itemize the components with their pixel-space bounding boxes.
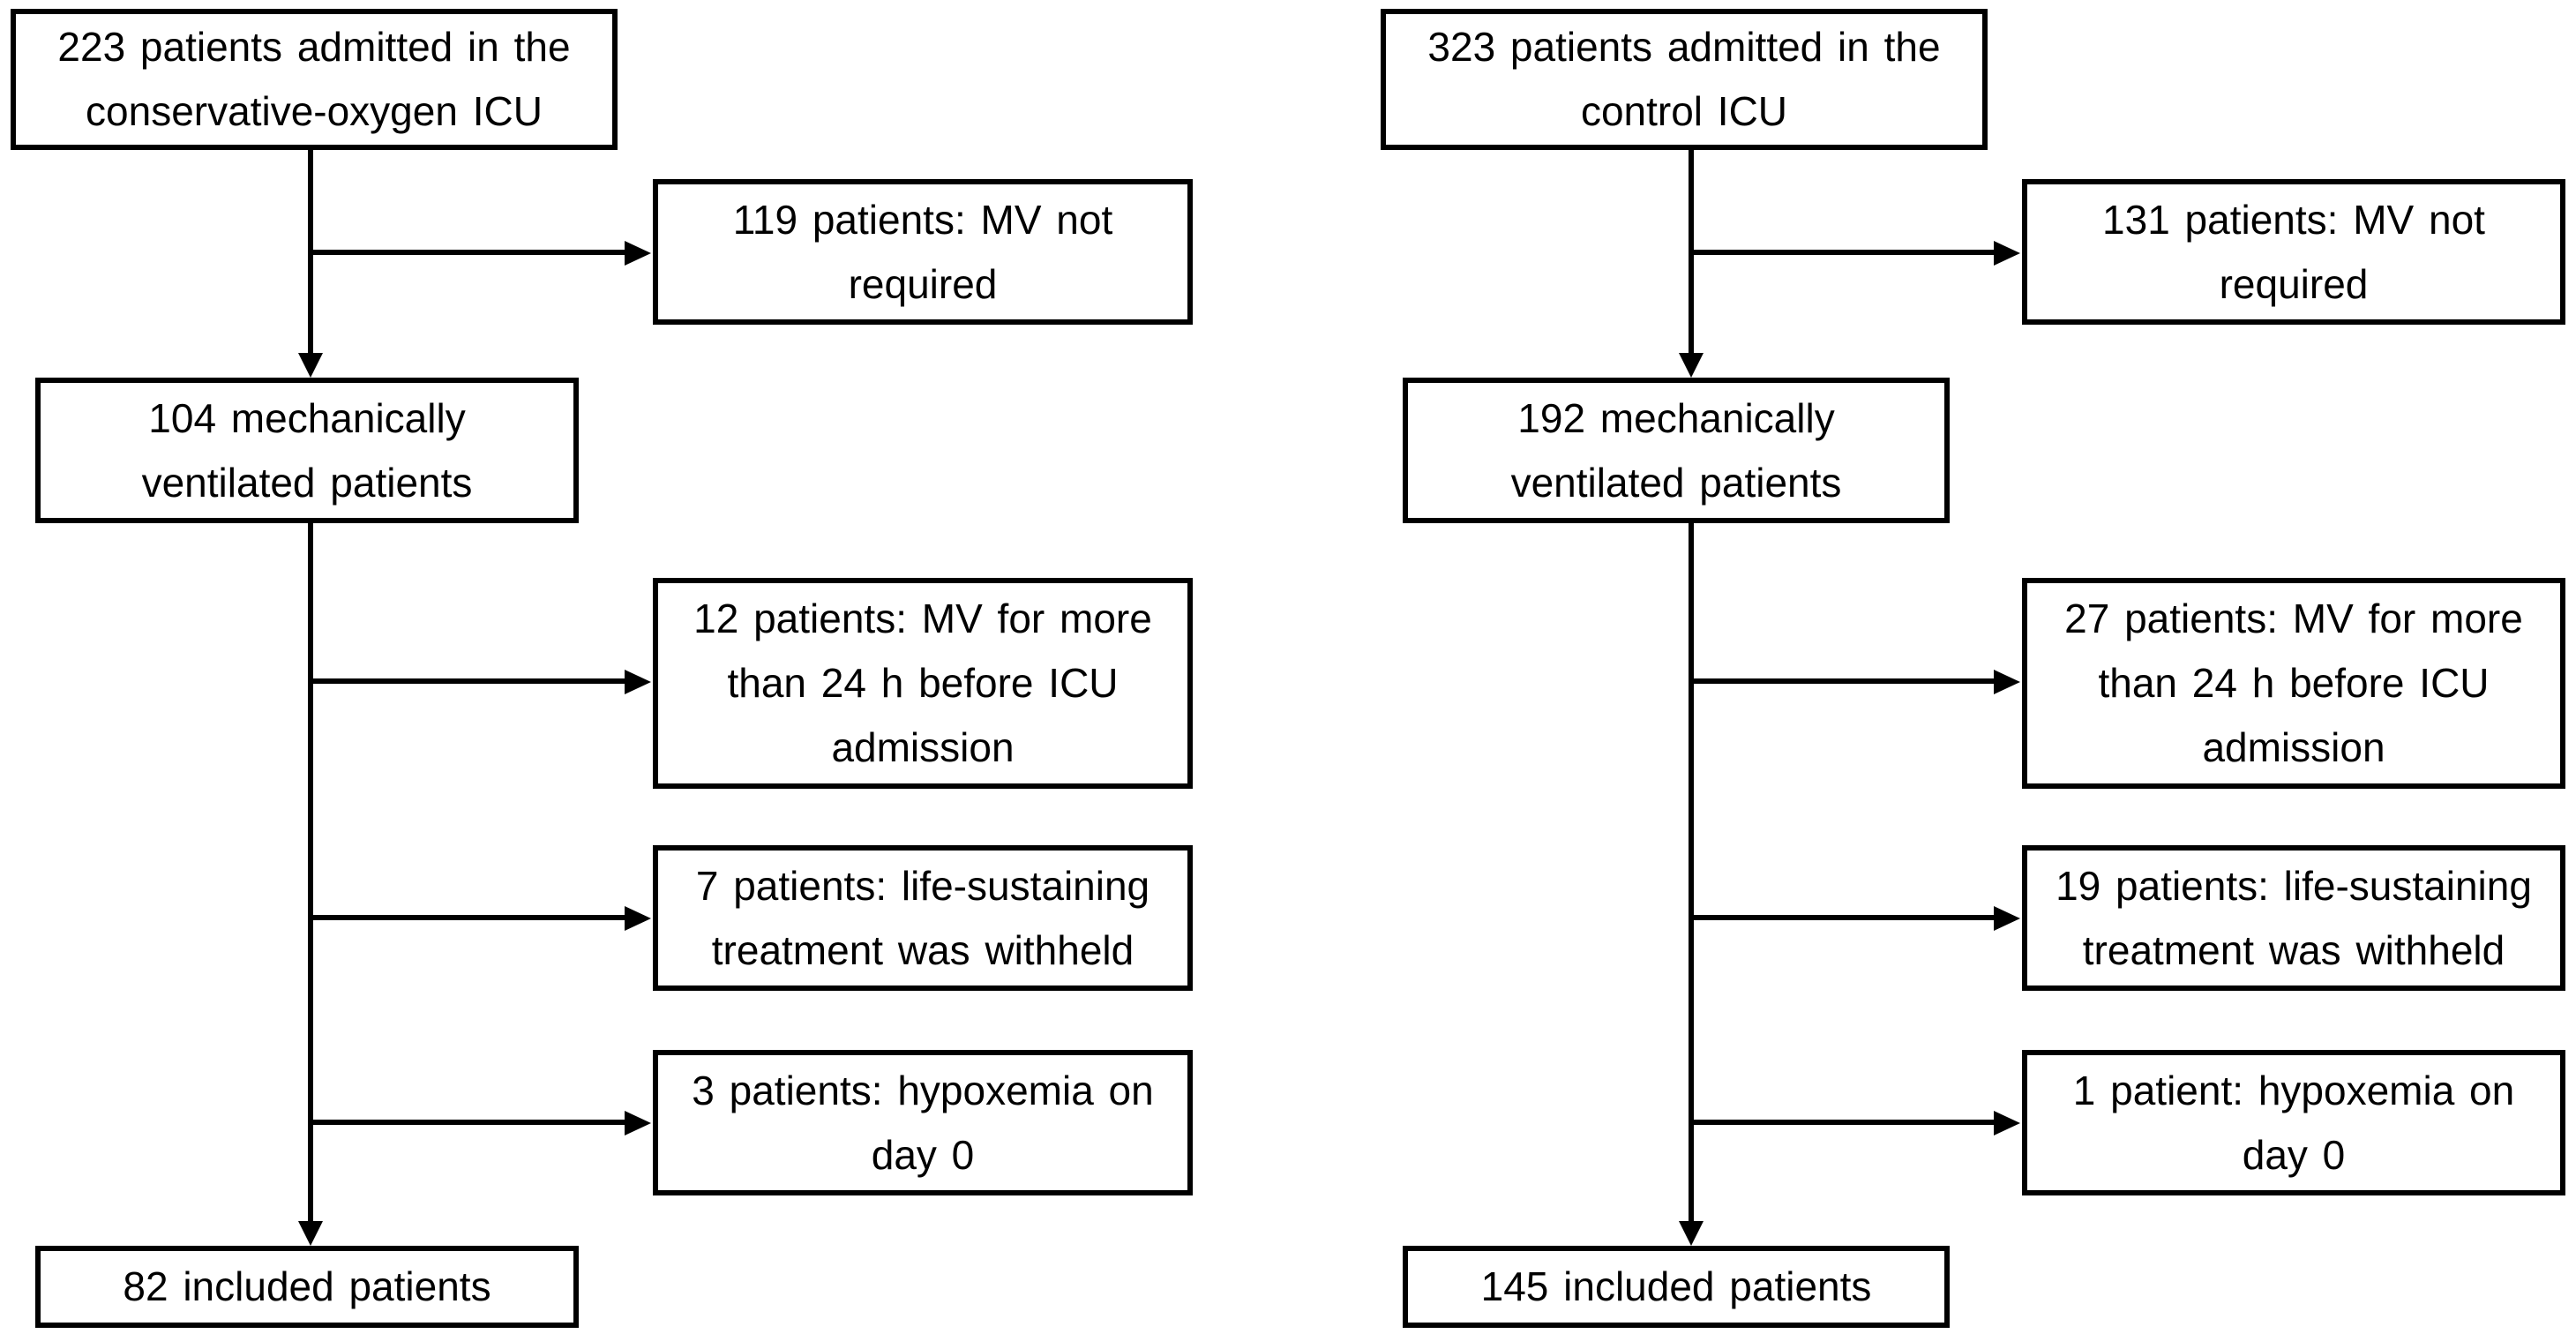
right-ventilated-box: 192 mechanically ventilated patients <box>1403 378 1950 523</box>
right-arrowhead-icon <box>625 1111 651 1135</box>
right-life-sustaining-box: 19 patients: life-sustaining treatment w… <box>2022 845 2565 991</box>
right-branch-mv-before-icu <box>1691 678 1994 684</box>
right-arrowhead-icon <box>1994 906 2020 931</box>
right-branch-life-sustaining <box>1691 915 1994 920</box>
down-arrowhead-icon <box>1679 353 1704 378</box>
right-arrowhead-icon <box>1994 241 2020 266</box>
left-branch-life-sustaining <box>311 915 625 920</box>
right-mv-before-icu-box: 27 patients: MV for more than 24 h befor… <box>2022 578 2565 789</box>
left-included-box: 82 included patients <box>35 1246 579 1328</box>
right-admitted-box: 323 patients admitted in the control ICU <box>1381 9 1988 150</box>
down-arrowhead-icon <box>1679 1221 1704 1246</box>
right-connector-ventilated-to-included <box>1689 523 1694 1221</box>
left-branch-mv-before-icu <box>311 678 625 684</box>
right-hypoxemia-box: 1 patient: hypoxemia on day 0 <box>2022 1050 2565 1195</box>
left-hypoxemia-box: 3 patients: hypoxemia on day 0 <box>653 1050 1193 1195</box>
right-branch-hypoxemia <box>1691 1120 1994 1125</box>
left-mv-not-required-box: 119 patients: MV not required <box>653 179 1193 325</box>
right-arrowhead-icon <box>625 241 651 266</box>
left-connector-ventilated-to-included <box>308 523 313 1221</box>
left-life-sustaining-box: 7 patients: life-sustaining treatment wa… <box>653 845 1193 991</box>
left-mv-before-icu-box: 12 patients: MV for more than 24 h befor… <box>653 578 1193 789</box>
left-admitted-box: 223 patients admitted in the conservativ… <box>11 9 618 150</box>
right-arrowhead-icon <box>1994 670 2020 694</box>
right-mv-not-required-box: 131 patients: MV not required <box>2022 179 2565 325</box>
left-ventilated-box: 104 mechanically ventilated patients <box>35 378 579 523</box>
right-branch-mv-not-required <box>1691 250 1994 255</box>
down-arrowhead-icon <box>298 1221 323 1246</box>
down-arrowhead-icon <box>298 353 323 378</box>
right-arrowhead-icon <box>1994 1111 2020 1135</box>
right-arrowhead-icon <box>625 670 651 694</box>
right-arrowhead-icon <box>625 906 651 931</box>
left-branch-hypoxemia <box>311 1120 625 1125</box>
left-branch-mv-not-required <box>311 250 625 255</box>
right-included-box: 145 included patients <box>1403 1246 1950 1328</box>
